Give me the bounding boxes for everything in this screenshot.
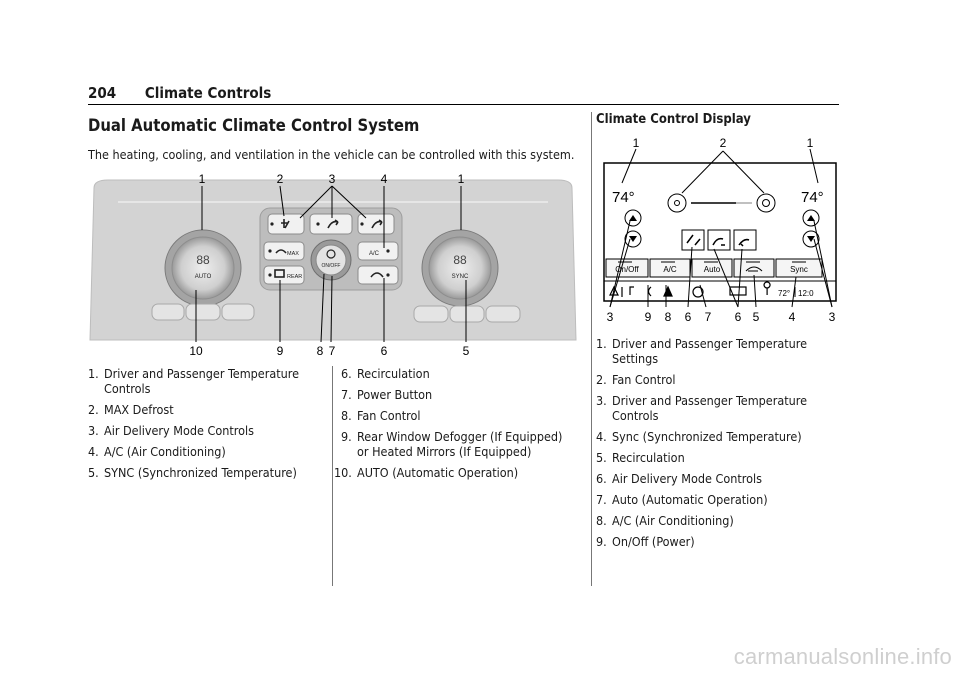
callout-4: 4 [789,310,796,324]
music-icon [629,286,634,295]
callout-6-right: 6 [735,310,742,324]
list-item: 8.Fan Control [341,408,421,423]
callout-3-left: 3 [607,310,614,324]
figure1-legend-col2: 6.Recirculation 7.Power Button 8.Fan Con… [334,366,576,486]
page-header: 204 Climate Controls [88,84,271,102]
list-item: 4.Sync (Synchronized Temperature) [596,429,802,444]
ac-button-label: A/C [663,265,677,274]
list-item: 3.Air Delivery Mode Controls [88,423,254,438]
display-legend: 1.Driver and Passenger Temperature Setti… [596,336,836,555]
list-item: 5.Recirculation [596,450,685,465]
sync-button-label: Sync [790,265,808,274]
auto-button-label: Auto [704,265,721,274]
list-item: 7.Auto (Automatic Operation) [596,492,768,507]
section-title: Dual Automatic Climate Control System [88,116,420,135]
list-item: 1.Driver and Passenger Temperature Contr… [88,366,300,396]
climate-icon [692,286,704,298]
callout-5: 5 [753,310,760,324]
rear-label: REAR [287,274,302,280]
left-temp-setting: 74° [612,189,635,206]
onoff-button-label: On/Off [615,265,639,274]
recirculation-icon [745,266,763,272]
chapter-title: Climate Controls [144,84,272,102]
callout-2: 2 [277,172,284,186]
callout-7: 7 [329,344,336,358]
callout-3-right: 3 [829,310,836,324]
ac-label: A/C [369,251,380,257]
figure1-legend-col1: 1.Driver and Passenger Temperature Contr… [88,366,310,486]
right-temp-setting: 74° [801,189,824,206]
callout-6: 6 [381,344,388,358]
callout-6-left: 6 [685,310,692,324]
list-item: 6.Recirculation [341,366,430,381]
column-divider [591,112,592,586]
list-item: 6.Air Delivery Mode Controls [596,471,762,486]
watermark: carmanualsonline.info [733,644,952,669]
callout-1-right: 1 [458,172,465,186]
list-item: 9.Rear Window Defogger (If Equipped) or … [341,429,563,459]
signal-icon [729,286,747,296]
callout-9: 9 [277,344,284,358]
list-item: 1.Driver and Passenger Temperature Setti… [596,336,808,366]
callout-7: 7 [705,310,712,324]
left-dial-display: 88 [196,253,210,267]
callout-3: 3 [329,172,336,186]
list-item: 3.Driver and Passenger Temperature Contr… [596,393,808,423]
climate-display-figure: 74° 74° On/Off A/C Auto [603,136,837,324]
auto-label: AUTO [195,274,212,280]
list-item: 2.Fan Control [596,372,676,387]
list-item: 4.A/C (Air Conditioning) [88,444,226,459]
max-label: MAX [287,251,299,257]
right-dial-display: 88 [453,253,467,267]
display-title: Climate Control Display [596,112,751,127]
intro-paragraph: The heating, cooling, and ventilation in… [88,147,575,162]
list-item: 7.Power Button [341,387,433,402]
callout-2: 2 [720,136,727,150]
status-time: 12:0 [798,289,814,298]
column-divider [332,366,333,586]
header-rule [88,104,839,105]
list-item: 9.On/Off (Power) [596,534,695,549]
callout-5: 5 [463,344,470,358]
list-item: 5.SYNC (Synchronized Temperature) [88,465,297,480]
location-icon [763,281,771,295]
sync-label: SYNC [452,274,469,280]
callout-10: 10 [189,344,203,358]
callout-1-left: 1 [199,172,206,186]
control-panel-figure: MAX REAR A/C ON/OFF 88 AUTO 88 SYNC [89,172,577,358]
page-number: 204 [88,84,117,102]
status-temp: 72° [778,289,790,298]
list-item: 2.MAX Defrost [88,402,174,417]
callout-9: 9 [645,310,652,324]
power-label: ON/OFF [322,263,341,269]
callout-1-right: 1 [807,136,814,150]
list-item: 10.AUTO (Automatic Operation) [334,465,519,480]
callout-1-left: 1 [633,136,640,150]
callout-4: 4 [381,172,388,186]
list-item: 8.A/C (Air Conditioning) [596,513,734,528]
callout-8: 8 [317,344,324,358]
callout-8: 8 [665,310,672,324]
